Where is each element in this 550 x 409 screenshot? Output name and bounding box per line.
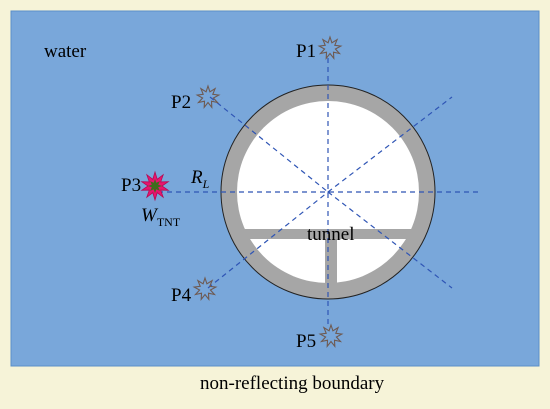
charge-weight-label: WTNT	[141, 205, 181, 229]
diagonal-axis-upper-left	[209, 96, 329, 193]
diagonal-axis-lower-left	[207, 191, 329, 289]
gauge-markers	[192, 35, 344, 348]
point-label-p3: P3	[121, 175, 141, 196]
radius-label-main: R	[190, 167, 203, 188]
gauge-p5-icon	[318, 323, 344, 348]
point-label-p4: P4	[171, 285, 192, 306]
charge-weight-sub: TNT	[157, 215, 181, 229]
charge-inner-burst	[148, 179, 162, 193]
radius-label: RL	[190, 167, 210, 191]
water-label: water	[44, 41, 87, 62]
point-label-p2: P2	[171, 92, 191, 113]
dashed-axes	[158, 58, 480, 326]
explosion-charge-icon	[140, 170, 170, 202]
gauge-p1-icon	[317, 35, 343, 60]
radius-label-sub: L	[202, 177, 210, 191]
support-wall	[325, 239, 337, 284]
point-label-p5: P5	[296, 331, 316, 352]
tunnel-label: tunnel	[307, 224, 355, 245]
diagonal-axis-upper-right	[327, 96, 453, 193]
point-label-p1: P1	[296, 41, 316, 62]
gauge-p2-icon	[195, 84, 221, 109]
diagonal-axis-lower-right	[327, 191, 453, 289]
gauge-p4-icon	[192, 276, 218, 301]
charge-weight-main: W	[141, 205, 159, 226]
boundary-label: non-reflecting boundary	[200, 373, 385, 394]
